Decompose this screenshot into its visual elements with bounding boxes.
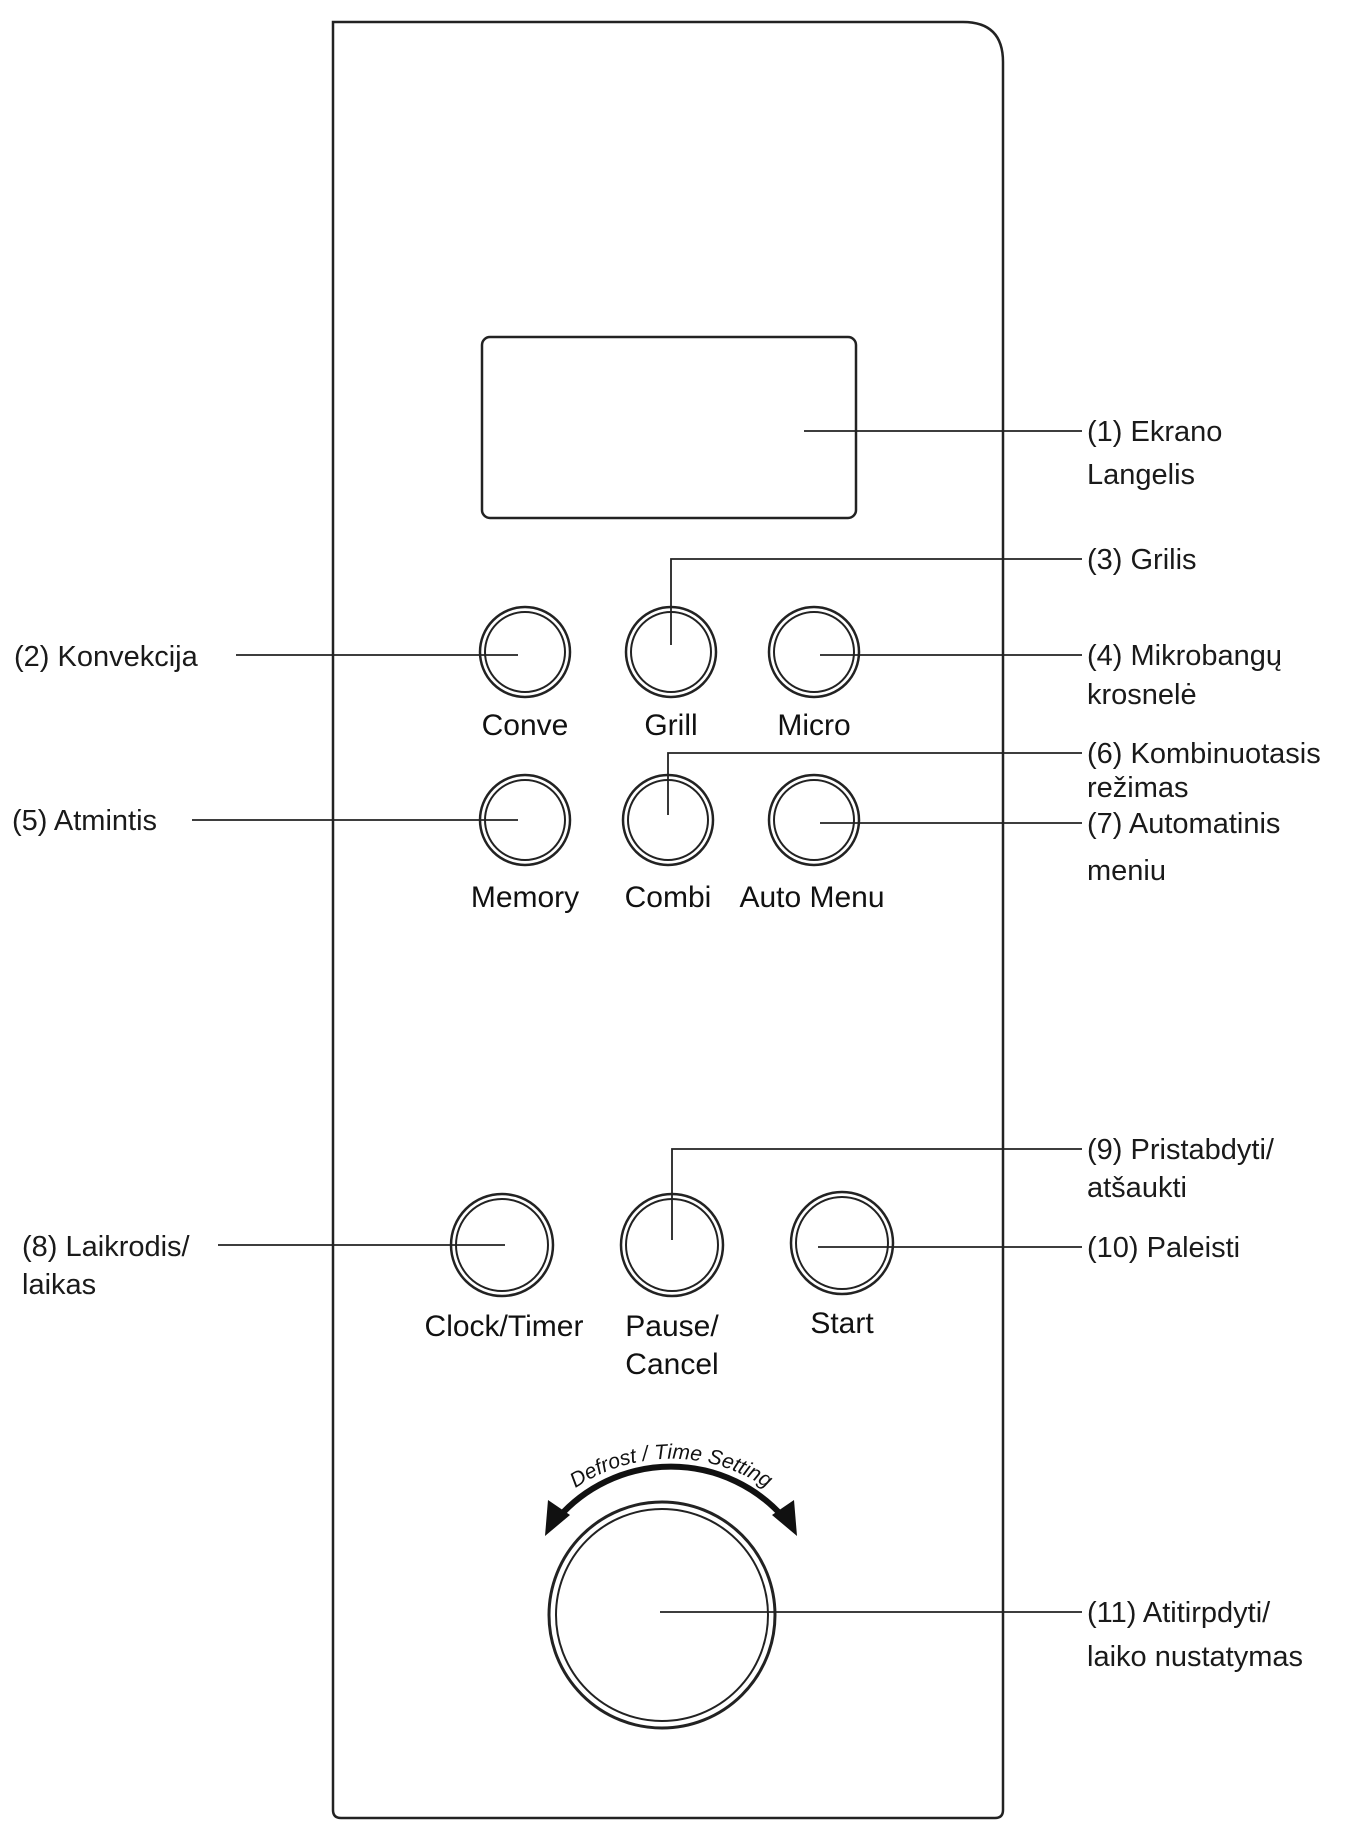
micro-button[interactable] [767,605,861,699]
callout-5-line1: (5) Atmintis [12,805,157,837]
auto-menu-button-label: Auto Menu [739,881,884,914]
callout-1-line2: Langelis [1087,459,1195,491]
pause-cancel-button-label-line2: Cancel [625,1348,718,1381]
callout-1-line1: (1) Ekrano [1087,416,1222,448]
panel-outline [331,20,1005,1820]
conve-button-label: Conve [482,709,569,742]
combi-button-label: Combi [625,881,712,914]
grill-button-label: Grill [644,709,697,742]
callout-11-line1: (11) Atitirpdyti/ [1087,1597,1271,1629]
callout-line-9 [671,1148,1082,1240]
conve-button[interactable] [478,605,572,699]
callout-line-6 [667,752,1082,815]
clock-timer-button-label: Clock/Timer [425,1310,584,1343]
callout-8-line2: laikas [22,1269,96,1301]
callout-8-line1: (8) Laikrodis/ [22,1231,191,1263]
dial-direction-arc [555,1463,787,1520]
callout-line-3 [670,558,1082,645]
callout-9-line1: (9) Pristabdyti/ [1087,1134,1275,1166]
micro-button-label: Micro [777,709,850,742]
callout-2-line1: (2) Konvekcija [14,641,199,673]
display-window [480,335,858,520]
callout-9-line2: atšaukti [1087,1172,1187,1204]
pause-cancel-button-label-line1: Pause/ [625,1310,719,1343]
callout-4-line2: krosnelė [1087,679,1197,711]
start-button-label: Start [810,1307,874,1340]
auto-menu-button[interactable] [767,773,861,867]
callout-4-line1: (4) Mikrobangų [1087,640,1282,672]
defrost-time-dial[interactable] [547,1500,777,1730]
callout-11-line2: laiko nustatymas [1087,1641,1303,1673]
callout-3-line1: (3) Grilis [1087,544,1197,576]
callout-6-line2: režimas [1087,772,1189,804]
callout-7-line1: (7) Automatinis [1087,808,1280,840]
callout-10-line1: (10) Paleisti [1087,1232,1240,1264]
callout-6-line1: (6) Kombinuotasis [1087,738,1321,770]
start-button[interactable] [789,1190,895,1296]
memory-button-label: Memory [471,881,579,914]
callout-7-line2: meniu [1087,855,1166,887]
dial-arrow-right-icon [772,1500,797,1536]
dial-arrow-left-icon [545,1500,570,1536]
